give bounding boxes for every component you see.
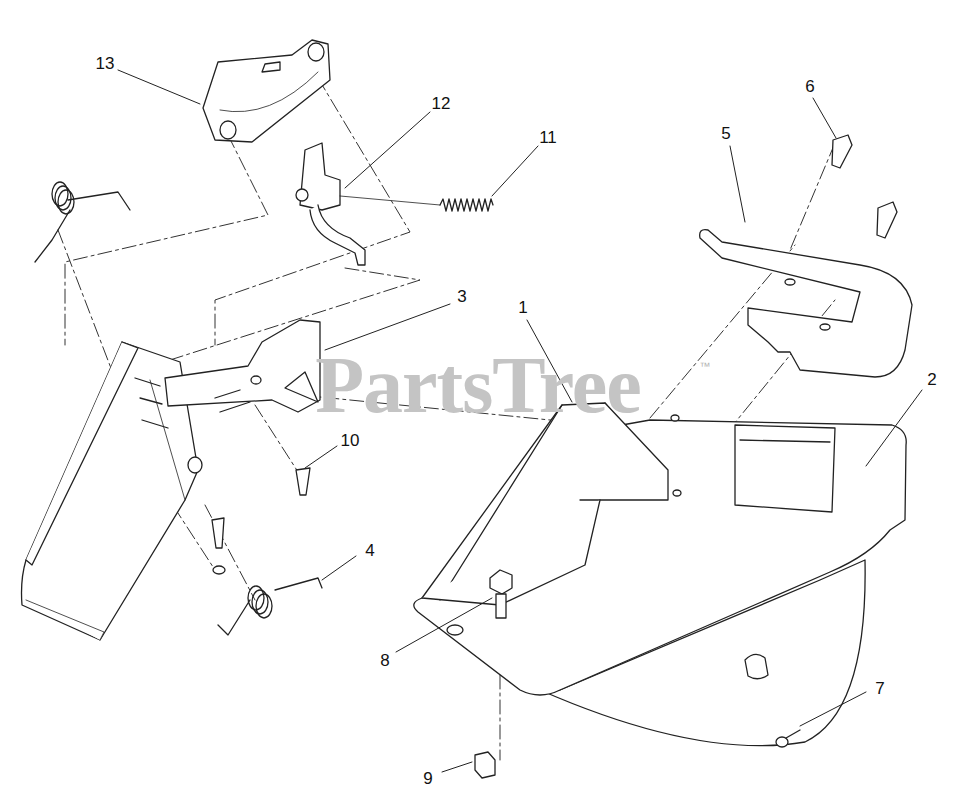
callout-number: 7 [875, 680, 884, 697]
latch-rod [296, 143, 440, 265]
torsion-spring [218, 578, 322, 635]
trademark-mark: ™ [700, 361, 711, 372]
leader-lines [118, 70, 922, 772]
callout-number: 8 [380, 652, 389, 669]
watermark: PartsTree [315, 345, 641, 425]
callout-number: 3 [457, 288, 466, 305]
hinge-plate [203, 40, 330, 142]
callout-number: 4 [365, 542, 374, 559]
callout-number: 13 [96, 55, 115, 72]
compression-spring [440, 199, 493, 211]
callout-number: 9 [423, 770, 432, 787]
callout-number: 1 [518, 299, 527, 316]
callout-number: 12 [432, 95, 451, 112]
callout-number: 6 [805, 78, 814, 95]
door-bracket [165, 320, 320, 412]
bolt [832, 135, 897, 238]
torsion-spring [35, 182, 130, 262]
callout-number: 10 [341, 432, 360, 449]
callout-number: 11 [539, 129, 557, 146]
deflector-bracket [700, 230, 912, 377]
discharge-chute [414, 403, 906, 746]
callout-number: 2 [927, 371, 936, 388]
callout-number: 5 [721, 125, 730, 142]
hardware [475, 570, 800, 778]
screw [212, 468, 310, 574]
